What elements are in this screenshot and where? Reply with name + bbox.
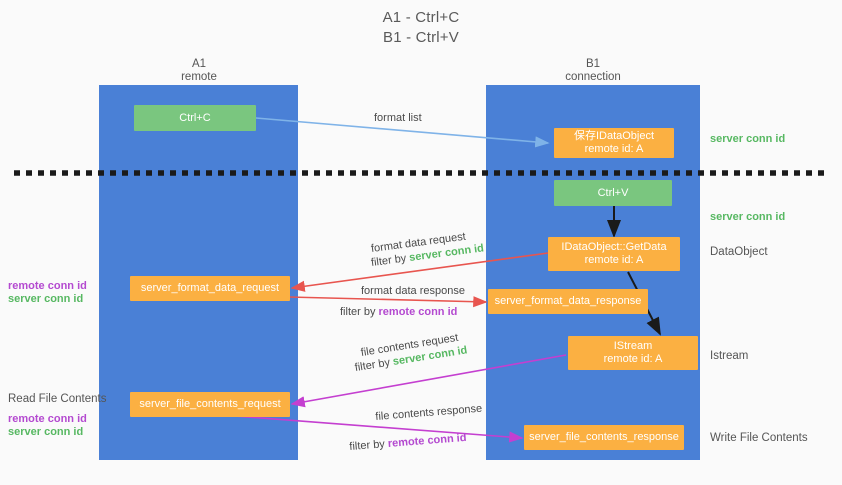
label-remote-conn-id-1: remote conn id	[8, 280, 87, 292]
filter-prefix: filter by	[353, 356, 394, 375]
node-server-format-data-request-label: server_format_data_request	[140, 282, 280, 294]
filter-value: remote conn id	[378, 306, 458, 318]
edge-label-format-data-response-filter: filter by remote conn id	[340, 305, 457, 319]
filter-value: remote conn id	[387, 431, 467, 450]
filter-prefix: filter by	[348, 438, 389, 454]
node-ctrl-v-label: Ctrl+V	[597, 186, 629, 199]
node-ctrl-c-label: Ctrl+C	[179, 111, 211, 124]
column-b1-sub: connection	[565, 71, 621, 83]
column-a1-name: A1	[191, 58, 207, 70]
label-server-conn-id-1: server conn id	[8, 293, 84, 305]
column-header-b1: B1 connection	[528, 58, 658, 84]
title-line-1: A1 - Ctrl+C	[382, 9, 460, 26]
page-title: A1 - Ctrl+C B1 - Ctrl+V	[0, 8, 842, 48]
node-istream-label: IStream remote id: A	[603, 340, 663, 365]
node-save-idataobject-label: 保存IDataObject remote id: A	[573, 130, 655, 155]
edge-label-file-contents-response-text: file contents response	[374, 402, 483, 424]
label-server-conn-id-mid: server conn id	[710, 211, 786, 223]
node-server-format-data-response[interactable]: server_format_data_response	[488, 289, 648, 314]
node-save-idataobject[interactable]: 保存IDataObject remote id: A	[554, 128, 674, 158]
filter-prefix: filter by	[370, 252, 411, 270]
node-getdata-label: IDataObject::GetData remote id: A	[561, 241, 667, 266]
node-ctrl-v[interactable]: Ctrl+V	[554, 180, 672, 206]
filter-prefix: filter by	[340, 306, 379, 318]
node-server-file-contents-response-label: server_file_contents_response	[529, 431, 679, 443]
label-read-file-contents: Read File Contents	[8, 393, 107, 405]
node-ctrl-c[interactable]: Ctrl+C	[134, 105, 256, 131]
label-remote-conn-id-2: remote conn id	[8, 413, 87, 425]
label-server-conn-id-2: server conn id	[8, 426, 84, 438]
node-server-file-contents-request-label: server_file_contents_request	[139, 398, 281, 410]
edge-label-format-list: format list	[374, 112, 422, 124]
edge-label-file-contents-response-filter: filter by remote conn id	[349, 431, 467, 454]
label-write-file-contents: Write File Contents	[710, 432, 808, 444]
label-dataobject: DataObject	[710, 246, 768, 258]
node-server-file-contents-request[interactable]: server_file_contents_request	[130, 392, 290, 417]
node-istream[interactable]: IStream remote id: A	[568, 336, 698, 370]
label-server-conn-id-top: server conn id	[710, 133, 786, 145]
node-server-file-contents-response[interactable]: server_file_contents_response	[524, 425, 684, 450]
node-server-format-data-request[interactable]: server_format_data_request	[130, 276, 290, 301]
edge-label-format-data-response: format data response	[361, 285, 465, 297]
column-b1-name: B1	[585, 58, 601, 70]
label-istream: Istream	[710, 350, 749, 362]
column-header-a1: A1 remote	[134, 58, 264, 84]
column-a1-sub: remote	[181, 71, 217, 83]
edge-label-file-contents-response: file contents response	[375, 402, 483, 424]
title-line-2: B1 - Ctrl+V	[383, 29, 459, 46]
node-server-format-data-response-label: server_format_data_response	[494, 295, 642, 307]
node-getdata[interactable]: IDataObject::GetData remote id: A	[548, 237, 680, 271]
